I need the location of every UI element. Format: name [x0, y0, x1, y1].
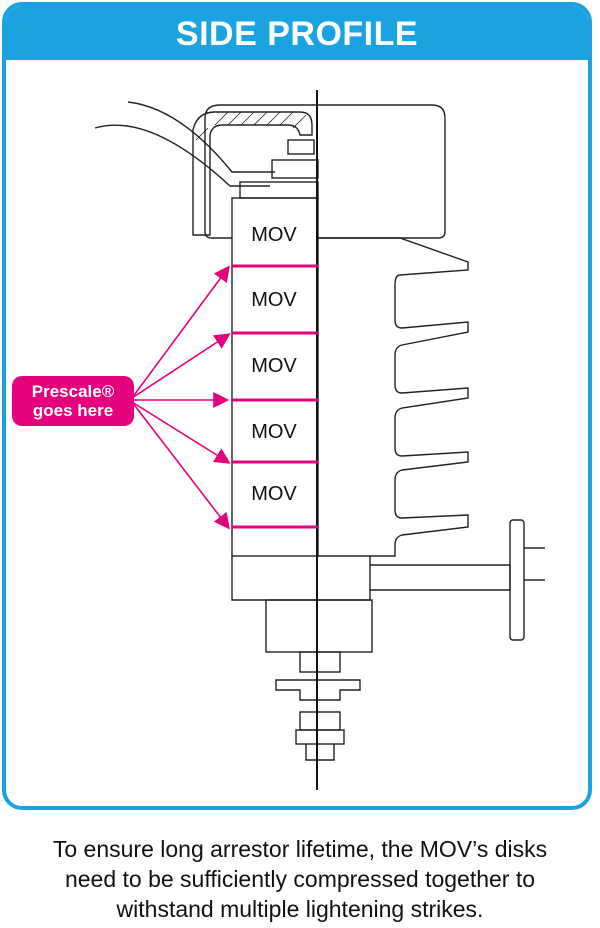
- mounting-rod: [524, 547, 545, 581]
- caption-line-2: need to be sufficiently compressed toget…: [64, 866, 536, 892]
- mov-disk-label: MOV: [251, 224, 297, 246]
- stud-threads: [305, 744, 335, 761]
- mov-disk-label: MOV: [251, 289, 297, 311]
- prescale-callout-bg: [12, 376, 134, 426]
- page-title: SIDE PROFILE: [6, 6, 588, 60]
- insulator-sheds: [318, 237, 469, 557]
- terminal-base: [239, 181, 319, 199]
- base-block: [265, 599, 373, 653]
- arrester-diagram: MOV MOV MOV MOV MOV Prescale® goes here: [12, 90, 545, 790]
- caption-line-3: withstand multiple lightening strikes.: [116, 896, 484, 922]
- stud-upper: [299, 651, 341, 673]
- prescale-dividers: [232, 264, 318, 529]
- terminal-body: [271, 159, 319, 179]
- top-cap: [204, 104, 446, 239]
- cap-hatching: [195, 111, 307, 141]
- caption-line-1: To ensure long arrestor lifetime, the MO…: [52, 836, 548, 862]
- ground-clamp: [275, 679, 361, 701]
- caption: To ensure long arrestor lifetime, the MO…: [0, 834, 600, 924]
- prescale-callout-line1: Prescale®: [32, 382, 115, 401]
- arrow-2: [131, 333, 231, 399]
- stud-lower: [299, 711, 341, 731]
- cap-hatch-outline: [192, 111, 313, 236]
- arrow-4: [131, 401, 231, 464]
- mounting-flange: [509, 519, 525, 641]
- arrow-1: [131, 265, 230, 399]
- ground-nut: [295, 729, 345, 745]
- mov-disk-label: MOV: [251, 483, 297, 505]
- mounting-arm: [231, 556, 511, 601]
- callout-arrows: [131, 265, 231, 530]
- arrow-5: [131, 401, 230, 530]
- mov-disk-label: MOV: [251, 421, 297, 443]
- cable-lower: [127, 101, 275, 173]
- prescale-callout-line2: goes here: [33, 401, 113, 420]
- cable: [94, 124, 270, 187]
- terminal-nut: [287, 139, 315, 155]
- mov-disk-label: MOV: [251, 355, 297, 377]
